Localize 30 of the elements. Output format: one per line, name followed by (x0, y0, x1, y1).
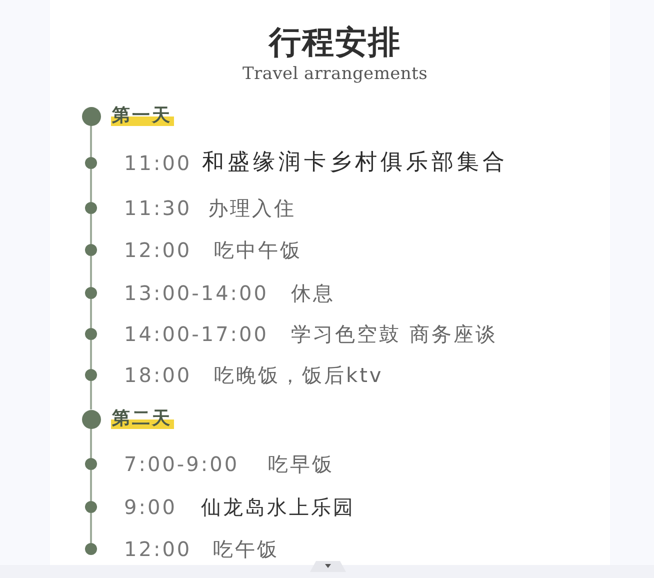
time-text: 12:00 (124, 238, 192, 262)
time-text: 9:00 (124, 495, 177, 519)
time-text: 11:00 (124, 151, 192, 175)
activity-text: 办理入住 (208, 196, 296, 220)
activity-text: 学习色空鼓 商务座谈 (291, 322, 498, 346)
activity-text: 吃午饭 (213, 537, 279, 561)
time-text: 11:30 (124, 196, 192, 220)
time-text: 18:00 (124, 363, 192, 387)
subtitle: Travel arrangements (242, 64, 428, 84)
activity-text: 吃中午饭 (214, 238, 302, 262)
time-text: 12:00 (124, 537, 192, 561)
activity-text: 仙龙岛水上乐园 (201, 495, 355, 519)
time-text: 13:00-14:00 (124, 281, 268, 305)
time-text: 7:00-9:00 (124, 452, 240, 476)
timeline-line (90, 214, 92, 244)
timeline-line (90, 470, 92, 501)
timeline-line (90, 513, 92, 543)
timeline-line (90, 256, 92, 287)
time-text: 14:00-17:00 (124, 322, 268, 346)
activity-text: 和盛缘润卡乡村俱乐部集合 (202, 150, 508, 176)
timeline-line (90, 428, 92, 458)
title: 行程安排 (269, 22, 401, 62)
timeline-line (90, 169, 92, 202)
timeline-line (90, 299, 92, 328)
activity-text: 吃早饭 (268, 452, 334, 476)
activity-text: 吃晚饭，饭后ktv (214, 363, 384, 387)
activity-text: 休息 (291, 281, 335, 305)
timeline-line (90, 126, 92, 157)
timeline-line (90, 381, 92, 410)
timeline-line (90, 340, 92, 369)
